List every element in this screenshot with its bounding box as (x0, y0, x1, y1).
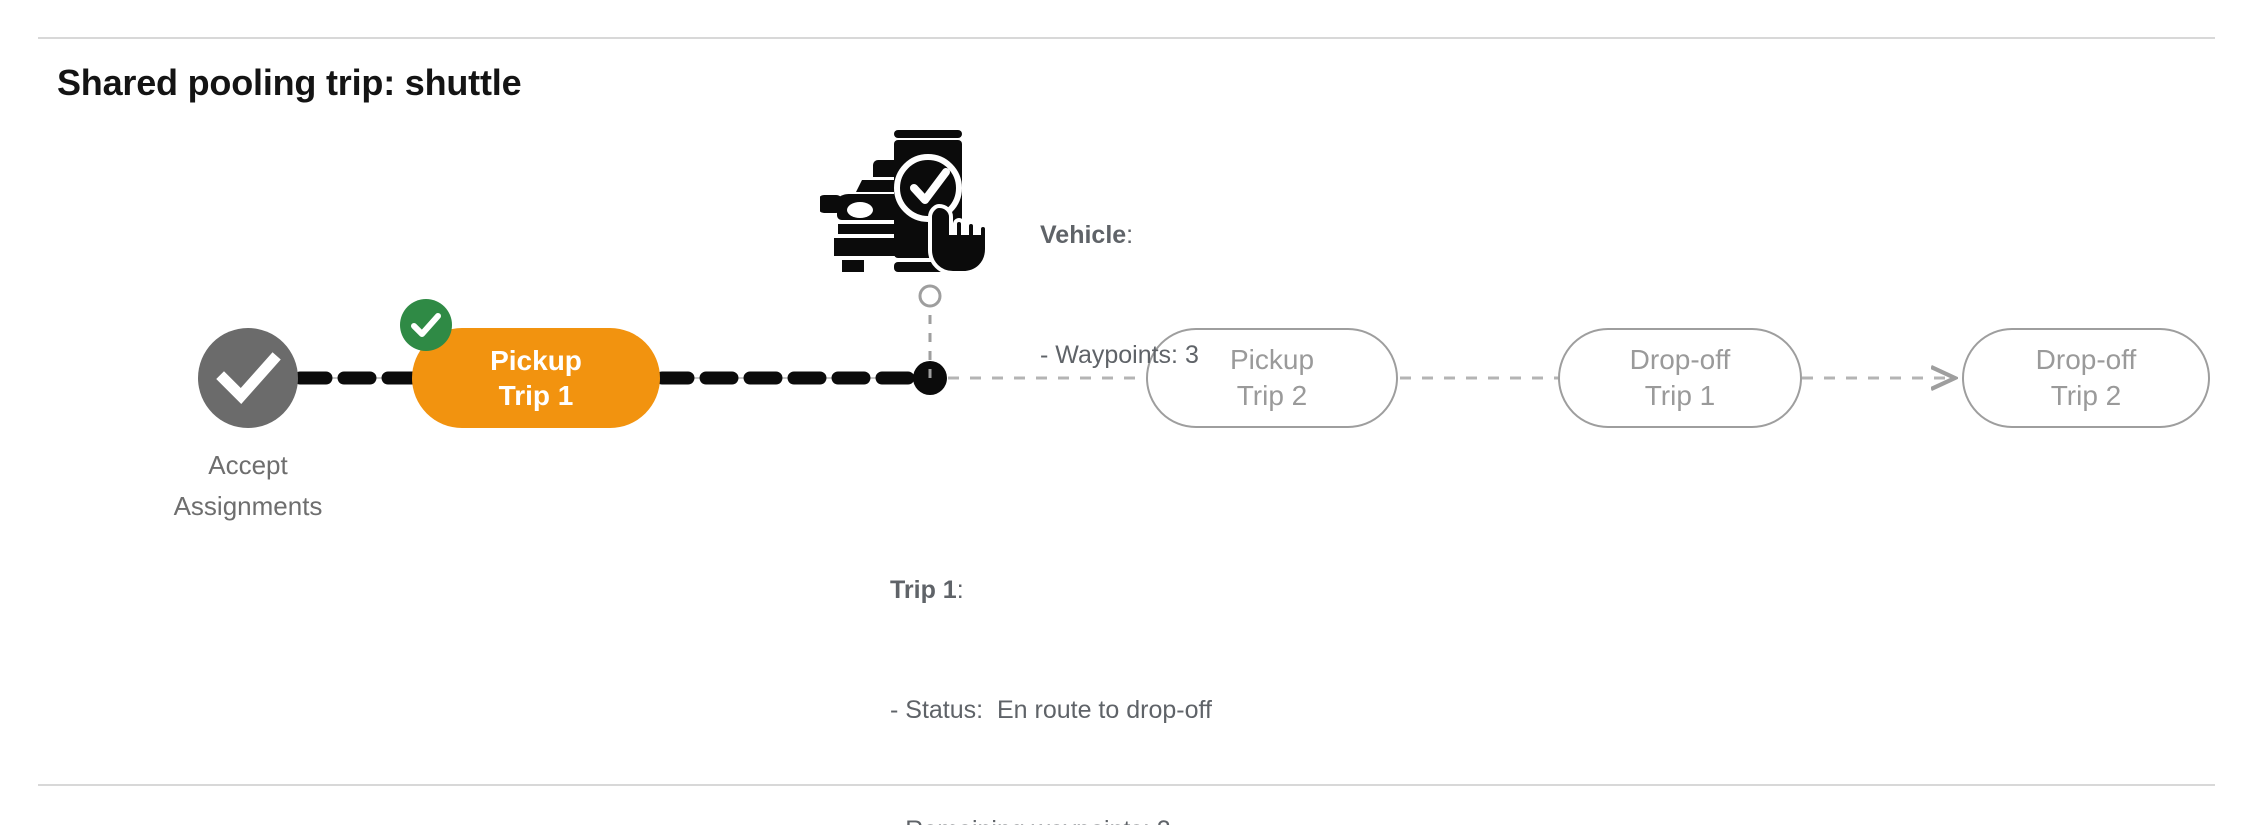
check-circle-icon (216, 352, 281, 405)
vehicle-info-heading: Vehicle (1040, 221, 1127, 249)
node-pickup-trip-2-line2: Trip 2 (1236, 380, 1308, 411)
trip1-status-line: - Status: En route to drop-off (890, 696, 1212, 724)
trip1-heading-row: Trip 1: (890, 570, 1212, 610)
node-dropoff-trip-1-line2: Trip 1 (1644, 380, 1716, 411)
accept-label-line2: Assignments (173, 491, 323, 521)
node-pickup-trip-1-line2: Trip 1 (498, 380, 574, 411)
trip1-heading-colon: : (956, 576, 964, 604)
check-icon (411, 313, 441, 337)
node-dropoff-trip-2-line2: Trip 2 (2050, 380, 2122, 411)
trip1-heading: Trip 1 (890, 576, 957, 604)
node-dropoff-trip-2[interactable]: Drop-off Trip 2 (1962, 328, 2210, 428)
trip-info-block: Trip 1: - Status: En route to drop-off -… (890, 490, 1212, 825)
node-pickup-trip-2-line1: Pickup (1229, 344, 1315, 375)
top-divider (38, 37, 2215, 39)
node-dropoff-trip-1[interactable]: Drop-off Trip 1 (1558, 328, 1802, 428)
page-title: Shared pooling trip: shuttle (57, 62, 522, 103)
vehicle-info-block: Vehicle: - Waypoints: 3 (1040, 135, 1199, 455)
node-pickup-trip-1[interactable]: Pickup Trip 1 (412, 328, 660, 428)
vehicle-info-heading-row: Vehicle: (1040, 215, 1199, 255)
completed-check-badge (400, 299, 452, 351)
vehicle-waypoints-line: - Waypoints: 3 (1040, 341, 1199, 369)
accept-assignments-node[interactable] (198, 328, 298, 428)
bottom-divider (38, 784, 2215, 786)
accept-assignments-label: Accept Assignments (118, 445, 378, 527)
node-dropoff-trip-2-line1: Drop-off (2035, 344, 2137, 375)
node-pickup-trip-2[interactable]: Pickup Trip 2 (1146, 328, 1398, 428)
node-dropoff-trip-1-line1: Drop-off (1629, 344, 1731, 375)
vehicle-info-heading-colon: : (1126, 221, 1134, 249)
accept-label-line1: Accept (208, 450, 288, 480)
trip1-waypoints-line: - Remaining waypoints: 2 (890, 810, 1212, 825)
vehicle-app-icon (820, 130, 989, 275)
node-pickup-trip-1-line1: Pickup (490, 345, 582, 376)
